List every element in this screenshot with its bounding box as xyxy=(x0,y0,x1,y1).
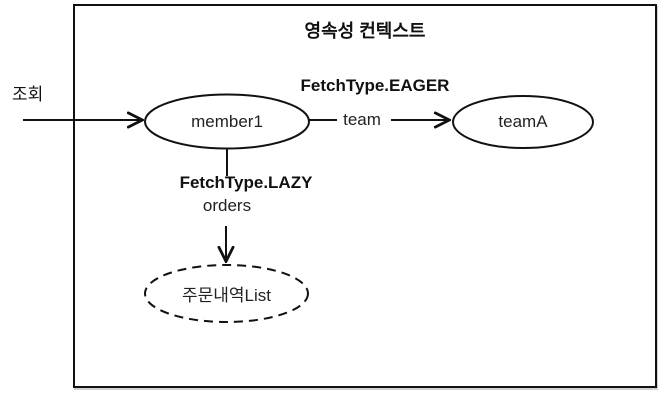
team-edge-label: team xyxy=(343,110,381,129)
fetchtype-lazy-annotation: FetchType.LAZY xyxy=(179,173,313,192)
team-node-label: teamA xyxy=(498,112,548,131)
orders-list-node: 주문내역List xyxy=(145,265,308,322)
member-node: member1 xyxy=(145,94,309,149)
orders-list-node-outline xyxy=(144,264,309,323)
persistence-context-title: 영속성 컨텍스트 xyxy=(304,21,426,41)
orders-list-node-label: 주문내역List xyxy=(181,286,271,305)
member-node-label: member1 xyxy=(191,111,263,131)
fetchtype-eager-annotation: FetchType.EAGER xyxy=(300,76,450,95)
team-node: teamA xyxy=(453,96,593,148)
orders-edge-label: orders xyxy=(202,196,252,215)
team-node-outline xyxy=(452,95,594,149)
persistence-context-box xyxy=(73,4,657,388)
query-label: 조회 xyxy=(12,85,44,104)
